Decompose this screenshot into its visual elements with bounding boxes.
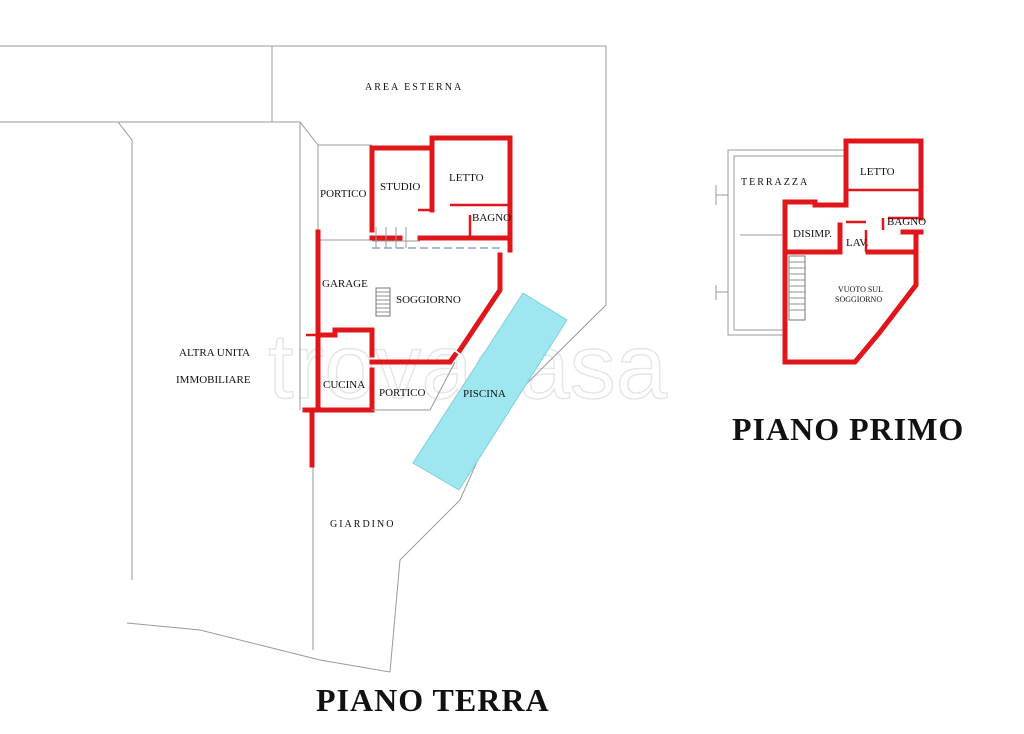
label-altra-unita: ALTRA UNITA bbox=[179, 347, 250, 359]
label-letto-primo: LETTO bbox=[860, 166, 895, 178]
label-portico-bottom: PORTICO bbox=[379, 387, 425, 399]
ground-floor-details bbox=[372, 227, 500, 411]
label-immobiliare: IMMOBILIARE bbox=[176, 374, 251, 386]
first-floor-walls bbox=[782, 138, 924, 365]
label-cucina: CUCINA bbox=[323, 379, 365, 391]
label-vuoto-soggiorno: SOGGIORNO bbox=[835, 295, 882, 304]
label-soggiorno: SOGGIORNO bbox=[396, 294, 461, 306]
label-lav: LAV. bbox=[846, 237, 869, 249]
label-bagno-primo: BAGNO bbox=[887, 216, 926, 228]
label-vuoto-sul: VUOTO SUL bbox=[838, 285, 883, 294]
label-garage: GARAGE bbox=[322, 278, 368, 290]
ground-floor-walls bbox=[302, 135, 513, 468]
title-piano-terra: PIANO TERRA bbox=[316, 682, 550, 718]
label-letto: LETTO bbox=[449, 172, 484, 184]
label-portico-top: PORTICO bbox=[320, 188, 366, 200]
label-piscina: PISCINA bbox=[463, 388, 506, 400]
first-floor-outline bbox=[715, 149, 846, 336]
label-giardino: GIARDINO bbox=[330, 519, 395, 530]
first-floor-stairs bbox=[788, 255, 806, 321]
label-disimp: DISIMP. bbox=[793, 228, 832, 240]
title-piano-primo: PIANO PRIMO bbox=[732, 411, 964, 447]
label-terrazza: TERRAZZA bbox=[741, 177, 809, 188]
label-studio: STUDIO bbox=[380, 181, 420, 193]
label-area-esterna: AREA ESTERNA bbox=[365, 82, 463, 93]
site-outline bbox=[0, 45, 607, 673]
label-bagno: BAGNO bbox=[472, 212, 511, 224]
pool bbox=[412, 292, 568, 491]
